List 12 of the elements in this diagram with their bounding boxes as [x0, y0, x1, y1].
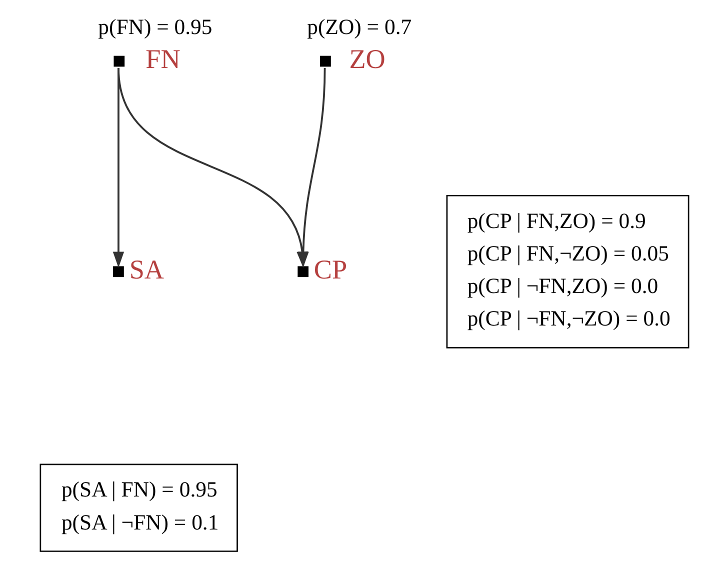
node-label: SA [128, 254, 164, 284]
node-box: p(CP | FN,ZO) = 0.9 p(CP | FN,¬ZO) = 0.05 p(CP | ¬FN,ZO) = 0.0 p(CP | ¬FN,¬ZO) = 0.0 [446, 194, 689, 348]
node-label: FN [145, 44, 180, 74]
node-label: p(ZO) = 0.7 [306, 14, 412, 39]
node-box [113, 56, 124, 67]
node-label: ZO [348, 44, 385, 74]
node-box: p(SA | FN) = 0.95 p(SA | ¬FN) = 0.1 [39, 464, 238, 552]
node-label: p(FN) = 0.95 [98, 14, 212, 39]
node-box [112, 266, 124, 278]
node-box [320, 56, 330, 67]
node-box [297, 266, 308, 278]
node-label: CP [313, 254, 347, 284]
